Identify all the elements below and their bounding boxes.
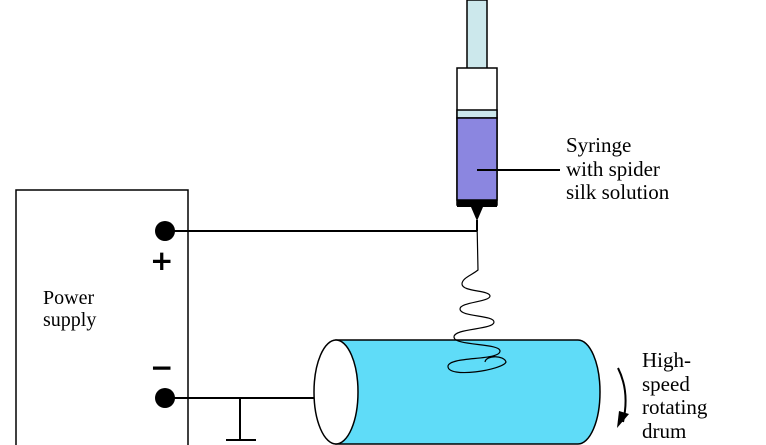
needle bbox=[471, 207, 483, 221]
power-label-line: supply bbox=[43, 309, 97, 332]
drum-label-line: High- bbox=[642, 348, 691, 372]
negative-terminal bbox=[155, 388, 175, 408]
syringe-label-line: Syringe bbox=[566, 133, 632, 157]
positive-terminal bbox=[155, 221, 175, 241]
spider-silk-solution bbox=[456, 117, 498, 201]
rotating-drum bbox=[313, 339, 601, 445]
fiber-jet bbox=[447, 220, 507, 374]
drum-label-line: rotating bbox=[642, 395, 708, 420]
syringe bbox=[456, 0, 498, 221]
negative-sign: − bbox=[150, 351, 174, 384]
power-label-line: Power bbox=[43, 287, 95, 309]
power-supply-label: Power supply bbox=[43, 287, 96, 332]
drum-label-line: speed bbox=[642, 371, 690, 396]
drum-label: High- speed rotating drum bbox=[642, 348, 708, 443]
drum-end-cap bbox=[313, 339, 359, 445]
syringe-label-line: silk solution bbox=[566, 180, 670, 205]
ground-symbol bbox=[226, 398, 256, 441]
syringe-label-line: with spider bbox=[566, 156, 660, 181]
rotation-arrow-icon bbox=[617, 367, 629, 428]
plunger-head bbox=[456, 109, 498, 119]
syringe-label: Syringe with spider silk solution bbox=[566, 133, 670, 205]
positive-sign: + bbox=[150, 244, 174, 277]
syringe-tip bbox=[457, 200, 497, 207]
drum-label-line: drum bbox=[642, 418, 687, 443]
